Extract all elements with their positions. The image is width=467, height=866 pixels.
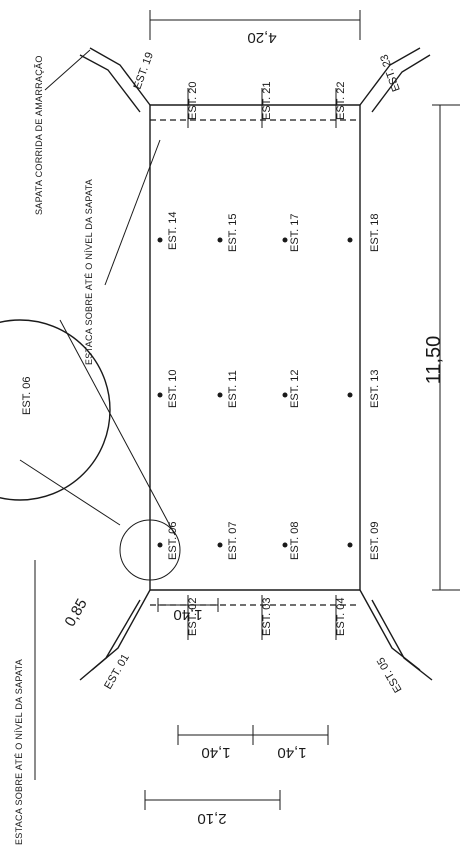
dim-spacing-c: 1,40	[173, 606, 202, 623]
pile-label-11: EST. 11	[227, 370, 239, 408]
note-sapata: SAPATA CORRIDA DE AMARRAÇÃO	[34, 55, 44, 215]
detail-callout: EST. 06	[0, 319, 181, 581]
pile-label-15: EST. 15	[227, 213, 239, 252]
pile-label-22: EST. 22	[335, 81, 347, 120]
pile-labels: EST. 14 EST. 15 EST. 17 EST. 18 EST. 10 …	[102, 51, 404, 695]
dimension-lines	[144, 10, 460, 810]
dim-spacing-b: 1,40	[277, 744, 306, 761]
pile-label-07: EST. 07	[227, 521, 239, 560]
dim-top-width: 4,20	[247, 29, 276, 46]
top-wing	[79, 47, 431, 128]
pile-label-18: EST. 18	[369, 213, 381, 252]
pile-label-10: EST. 10	[167, 369, 179, 408]
note-estaca-top: ESTACA SOBRE ATÉ O NÍVEL DA SAPATA	[84, 179, 94, 365]
dimension-texts: 11,50 4,20 1,40 1,40 1,40 2,10 0,85	[61, 29, 445, 827]
pile-label-09: EST. 09	[369, 521, 381, 560]
pile-label-14: EST. 14	[167, 211, 179, 250]
dim-bottom-width: 2,10	[197, 810, 226, 827]
pile-label-23: EST. 23	[378, 53, 402, 93]
pile-label-06: EST. 06	[167, 521, 179, 560]
pile-label-08: EST. 08	[289, 521, 301, 560]
pile-label-05: EST. 05	[375, 655, 405, 694]
pile-markers	[157, 237, 353, 548]
note-leaders	[34, 49, 161, 780]
pile-label-04: EST. 04	[335, 597, 347, 636]
foundation-outline	[149, 104, 361, 606]
pile-label-02: EST. 02	[187, 597, 199, 636]
pile-label-03: EST. 03	[261, 597, 273, 636]
pile-label-13: EST. 13	[369, 369, 381, 408]
pile-label-12: EST. 12	[289, 369, 301, 408]
dim-total: 11,50	[423, 336, 445, 385]
note-estaca-left: ESTACA SOBRE ATÉ O NÍVEL DA SAPATA	[14, 659, 24, 845]
dim-angle: 0,85	[61, 596, 90, 630]
pile-label-17: EST. 17	[289, 213, 301, 252]
pile-label-19: EST. 19	[132, 51, 156, 91]
pile-label-20: EST. 20	[187, 81, 199, 120]
pile-label-21: EST. 21	[261, 81, 273, 120]
bottom-wing	[79, 589, 433, 681]
dim-spacing-a: 1,40	[201, 744, 230, 761]
detail-label: EST. 06	[21, 376, 33, 415]
